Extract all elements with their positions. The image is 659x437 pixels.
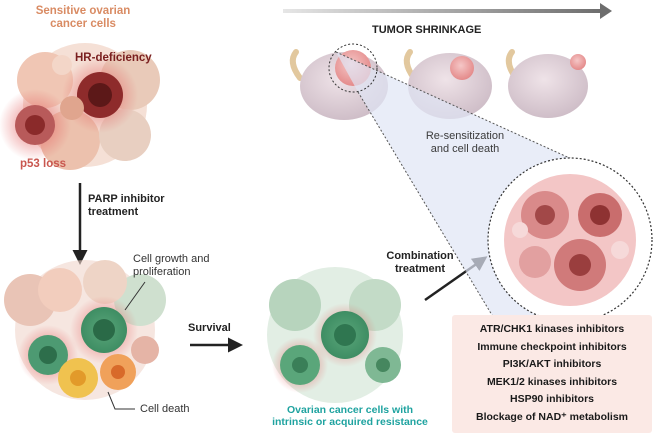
resistant-cell-cluster [267,267,403,403]
parp-treatment-label: PARP inhibitor treatment [88,193,165,218]
cell-death-pointer [107,391,135,410]
sensitive-cells-label: Sensitive ovarian cancer cells [35,5,131,31]
cell-growth-pointer [124,281,146,311]
inhibitor-list-box: ATR/CHK1 kinases inhibitors Immune check… [452,315,652,433]
inhibitor-item: ATR/CHK1 kinases inhibitors [479,323,625,335]
cell-death-label: Cell death [140,403,190,415]
magnified-tumor [487,157,653,323]
sensitive-cell-cluster [0,43,160,170]
inhibitor-item: MEK1/2 kinases inhibitors [486,375,618,388]
inhibitor-list: ATR/CHK1 kinases inhibitors Immune check… [452,315,652,427]
tumor-shrinkage-label: TUMOR SHRINKAGE [372,24,482,36]
hr-deficiency-label: HR-deficiency [75,52,152,64]
organ-3 [505,49,588,118]
inhibitor-item: HSP90 inhibitors [509,393,594,406]
combination-treatment-label: Combination treatment [386,250,454,275]
inhibitor-item: PI3K/AKT inhibitors [502,358,602,371]
inhibitor-item: Blockage of NAD⁺ metabolism [476,410,628,423]
inhibitor-item: Immune checkpoint inhibitors [477,340,627,353]
treated-cell-cluster [4,260,166,400]
p53-loss-label: p53 loss [20,158,67,170]
resensitization-label: Re-sensitization and cell death [425,130,505,155]
cell-growth-label: Cell growth and proliferation [133,253,210,278]
resistant-cells-label: Ovarian cancer cells with intrinsic or a… [272,404,428,429]
tumor-shrinkage-arrow [283,3,612,19]
survival-label: Survival [188,322,231,334]
